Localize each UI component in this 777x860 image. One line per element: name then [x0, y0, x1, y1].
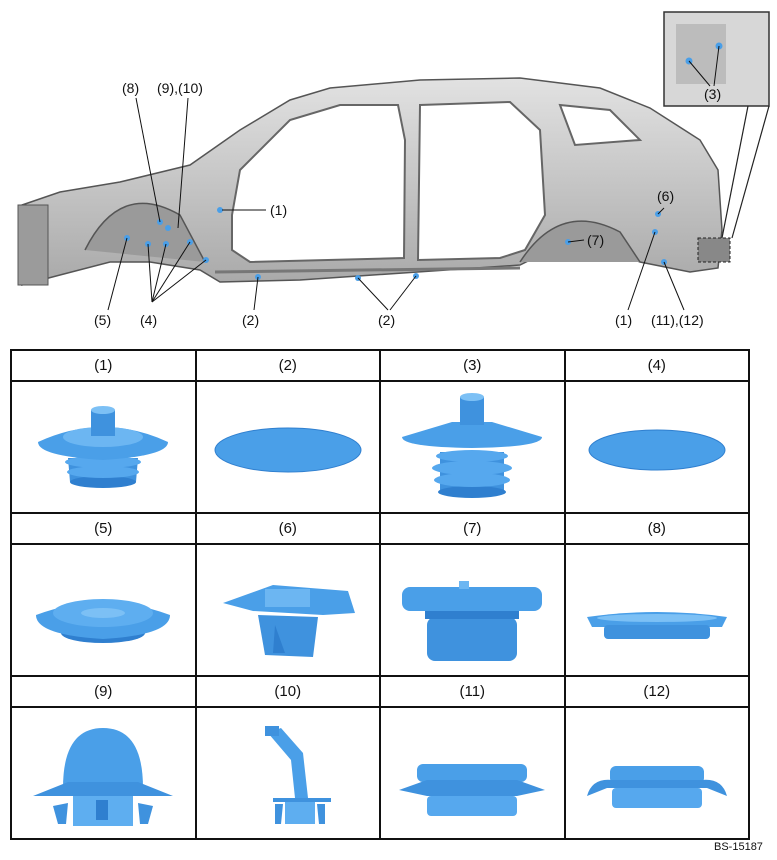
- callout-1-rear: (1): [615, 312, 633, 328]
- part-label-4: (4): [563, 349, 750, 382]
- callout-7: (7): [587, 232, 605, 248]
- callout-3: (3): [704, 86, 722, 102]
- part-cell-7: [379, 543, 566, 677]
- vehicle-body-illustration: [17, 11, 770, 311]
- callout-4: (4): [140, 312, 158, 328]
- cylinder-grommet-icon: [402, 581, 543, 661]
- oval-flat-plug-icon: [588, 429, 726, 471]
- part-label-11: (11): [379, 675, 566, 708]
- part-cell-2: [194, 380, 381, 514]
- callout-11-12: (11),(12): [651, 312, 704, 328]
- tall-stepped-grommet-icon: [402, 393, 543, 498]
- oval-flat-plug-icon: [214, 427, 362, 473]
- part-cell-6: [194, 543, 381, 677]
- part-cell-4: [563, 380, 750, 514]
- flat-flange-plug-icon: [399, 764, 546, 816]
- callout-2-front: (2): [242, 312, 260, 328]
- part-cell-10: [194, 706, 381, 840]
- callout-6: (6): [657, 188, 675, 204]
- part-cell-3: [379, 380, 566, 514]
- part-cell-12: [563, 706, 750, 840]
- dome-clip-icon: [33, 728, 174, 826]
- square-clip-plug-icon: [222, 585, 355, 657]
- part-cell-9: [10, 706, 197, 840]
- lipped-flange-plug-icon: [586, 766, 727, 808]
- part-cell-11: [379, 706, 566, 840]
- callout-8: (8): [122, 80, 140, 96]
- callout-2-rear: (2): [378, 312, 396, 328]
- bent-tube-clip-icon: [264, 726, 331, 824]
- part-label-6: (6): [194, 512, 381, 545]
- parts-table: (1) (2) (3) (4): [10, 349, 750, 840]
- part-cell-1: [10, 380, 197, 514]
- part-label-2: (2): [194, 349, 381, 382]
- round-flat-plug-icon: [36, 599, 171, 643]
- part-cell-5: [10, 543, 197, 677]
- part-label-7: (7): [379, 512, 566, 545]
- part-label-5: (5): [10, 512, 197, 545]
- part-cell-8: [563, 543, 750, 677]
- callout-9-10: (9),(10): [157, 80, 203, 96]
- part-label-9: (9): [10, 675, 197, 708]
- callout-5: (5): [94, 312, 112, 328]
- part-label-8: (8): [563, 512, 750, 545]
- part-label-1: (1): [10, 349, 197, 382]
- stepped-grommet-icon: [38, 406, 169, 488]
- vehicle-body-diagram: (8) (9),(10) (1) (5) (4) (2) (2) (3) (6)…: [0, 0, 777, 340]
- figure-id: BS-15187: [714, 841, 763, 853]
- part-label-12: (12): [563, 675, 750, 708]
- callout-1-front: (1): [270, 202, 288, 218]
- part-label-3: (3): [379, 349, 566, 382]
- part-label-10: (10): [194, 675, 381, 708]
- thin-lip-plug-icon: [586, 612, 727, 639]
